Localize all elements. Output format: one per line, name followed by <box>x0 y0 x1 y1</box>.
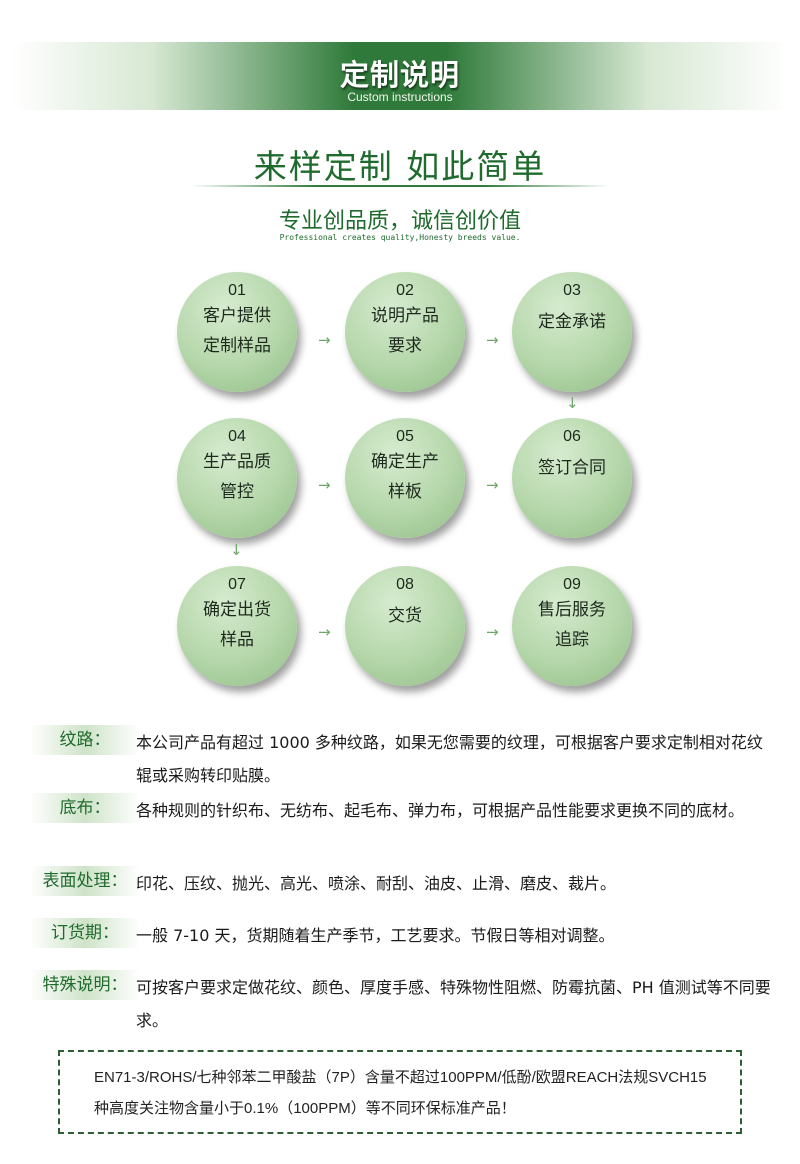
step-label: 售后服务 <box>538 600 606 620</box>
step-label: 样板 <box>388 482 422 502</box>
step-04: 04 生产品质 管控 <box>177 418 297 538</box>
slogan: 专业创品质，诚信创价值 <box>278 209 521 234</box>
step-number: 08 <box>396 576 414 593</box>
arrow-right-icon: → <box>318 476 331 494</box>
slogan-english: Professional creates quality,Honesty bre… <box>279 233 521 242</box>
step-number: 02 <box>396 282 414 299</box>
step-08: 08 交货 <box>345 566 465 686</box>
info-row-special-notes: 特殊说明： 可按客户要求定做花纹、颜色、厚度手感、特殊物性阻燃、防霉抗菌、PH … <box>30 970 780 1036</box>
info-label: 纹路： <box>30 725 140 755</box>
headline: 来样定制 如此简单 <box>253 147 547 186</box>
step-07: 07 确定出货 样品 <box>177 566 297 686</box>
step-label: 确定生产 <box>371 452 439 472</box>
arrow-down-icon: ↓ <box>230 541 243 559</box>
info-row-base-fabric: 底布： 各种规则的针织布、无纺布、起毛布、弹力布，可根据产品性能要求更换不同的底… <box>30 793 780 859</box>
info-row-surface-treatment: 表面处理： 印花、压纹、抛光、高光、喷涂、耐刮、油皮、止滑、磨皮、裁片。 <box>30 866 780 899</box>
header-banner <box>12 42 788 110</box>
info-row-lead-time: 订货期： 一般 7-10 天，货期随着生产季节，工艺要求。节假日等相对调整。 <box>30 918 780 951</box>
step-label: 定制样品 <box>203 336 271 356</box>
step-09: 09 售后服务 追踪 <box>512 566 632 686</box>
step-number: 01 <box>228 282 246 299</box>
info-label: 订货期： <box>30 918 140 948</box>
info-text: 一般 7-10 天，货期随着生产季节，工艺要求。节假日等相对调整。 <box>136 926 615 945</box>
step-label: 追踪 <box>555 630 589 650</box>
step-label: 管控 <box>220 482 254 502</box>
step-01: 01 客户提供 定制样品 <box>177 272 297 392</box>
arrow-down-icon: ↓ <box>566 394 579 412</box>
compliance-notice-text: EN71-3/ROHS/七种邻苯二甲酸盐（7P）含量不超过100PPM/低酚/欧… <box>94 1069 707 1117</box>
arrow-right-icon: → <box>486 623 499 641</box>
step-number: 03 <box>563 282 581 299</box>
step-label: 要求 <box>388 336 422 356</box>
step-number: 09 <box>563 576 581 593</box>
step-05: 05 确定生产 样板 <box>345 418 465 538</box>
step-label: 客户提供 <box>203 306 271 326</box>
step-label: 说明产品 <box>371 306 439 326</box>
step-label: 确定出货 <box>203 600 271 620</box>
info-text: 各种规则的针织布、无纺布、起毛布、弹力布，可根据产品性能要求更换不同的底材。 <box>136 801 745 820</box>
info-label: 表面处理： <box>30 866 140 896</box>
info-label: 底布： <box>30 793 140 823</box>
step-06: 06 签订合同 <box>512 418 632 538</box>
step-label: 生产品质 <box>203 452 271 472</box>
step-label: 样品 <box>220 630 254 650</box>
info-text: 可按客户要求定做花纹、颜色、厚度手感、特殊物性阻燃、防霉抗菌、PH 值测试等不同… <box>136 978 771 1030</box>
info-text: 本公司产品有超过 1000 多种纹路，如果无您需要的纹理，可根据客户要求定制相对… <box>136 733 763 785</box>
step-number: 05 <box>396 428 414 445</box>
step-03: 03 定金承诺 <box>512 272 632 392</box>
step-label: 签订合同 <box>538 458 606 478</box>
step-label: 定金承诺 <box>538 312 606 332</box>
headline-divider <box>190 185 610 187</box>
step-number: 06 <box>563 428 581 445</box>
banner-subtitle: Custom instructions <box>347 90 453 104</box>
arrow-right-icon: → <box>486 331 499 349</box>
arrow-right-icon: → <box>318 331 331 349</box>
step-number: 04 <box>228 428 246 445</box>
step-number: 07 <box>228 576 246 593</box>
step-label: 交货 <box>388 606 422 626</box>
info-row-texture: 纹路： 本公司产品有超过 1000 多种纹路，如果无您需要的纹理，可根据客户要求… <box>30 725 780 791</box>
banner-title: 定制说明 <box>339 58 460 92</box>
compliance-notice-box: EN71-3/ROHS/七种邻苯二甲酸盐（7P）含量不超过100PPM/低酚/欧… <box>58 1050 742 1134</box>
step-02: 02 说明产品 要求 <box>345 272 465 392</box>
arrow-right-icon: → <box>318 623 331 641</box>
arrow-right-icon: → <box>486 476 499 494</box>
info-label: 特殊说明： <box>30 970 140 1000</box>
info-text: 印花、压纹、抛光、高光、喷涂、耐刮、油皮、止滑、磨皮、裁片。 <box>136 874 617 893</box>
